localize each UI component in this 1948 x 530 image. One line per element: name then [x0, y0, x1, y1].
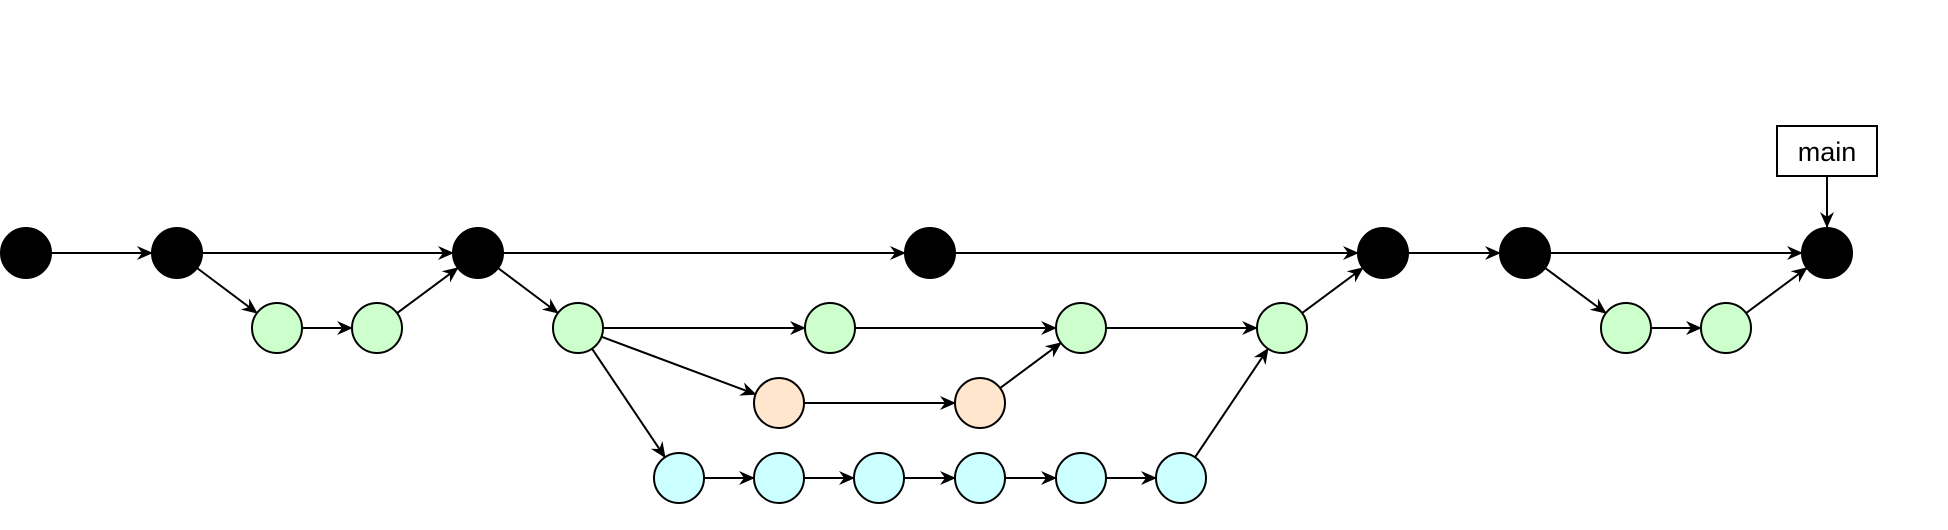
commit-node-m3: [452, 227, 504, 279]
commit-node-c5: [1055, 452, 1107, 504]
edge-m6-to-g7: [1544, 267, 1607, 314]
commit-node-m1: [0, 227, 52, 279]
branch-pointer: main: [1776, 125, 1878, 228]
commit-node-c3: [853, 452, 905, 504]
commit-node-m2: [151, 227, 203, 279]
commit-nodes: [0, 227, 1853, 504]
commit-node-c2: [753, 452, 805, 504]
commit-node-c4: [954, 452, 1006, 504]
commit-node-o1: [753, 377, 805, 429]
commit-node-m5: [1357, 227, 1409, 279]
edge-g6-to-m5: [1301, 267, 1364, 314]
branch-label-main: main: [1798, 137, 1857, 167]
commit-node-g8: [1700, 302, 1752, 354]
edge-m3-to-g3: [497, 267, 559, 314]
commit-node-g3: [552, 302, 604, 354]
edge-g3-to-o1: [601, 335, 757, 396]
edge-g3-to-c1: [591, 348, 666, 459]
edge-g8-to-m8: [1745, 267, 1808, 314]
commit-node-m4: [904, 227, 956, 279]
commit-node-c6: [1155, 452, 1207, 504]
edge-m2-to-g1: [196, 267, 258, 314]
edge-c6-to-g6: [1194, 347, 1269, 458]
commit-edges: [51, 246, 1808, 485]
commit-node-o2: [954, 377, 1006, 429]
commit-node-g4: [804, 302, 856, 354]
commit-node-g5: [1055, 302, 1107, 354]
commit-node-g2: [351, 302, 403, 354]
commit-node-m6: [1499, 227, 1551, 279]
commit-node-m8: [1801, 227, 1853, 279]
commit-node-c1: [653, 452, 705, 504]
commit-node-g6: [1256, 302, 1308, 354]
commit-node-g1: [251, 302, 303, 354]
edge-o2-to-g5: [999, 342, 1062, 389]
edge-g2-to-m3: [396, 267, 459, 314]
commit-node-g7: [1600, 302, 1652, 354]
